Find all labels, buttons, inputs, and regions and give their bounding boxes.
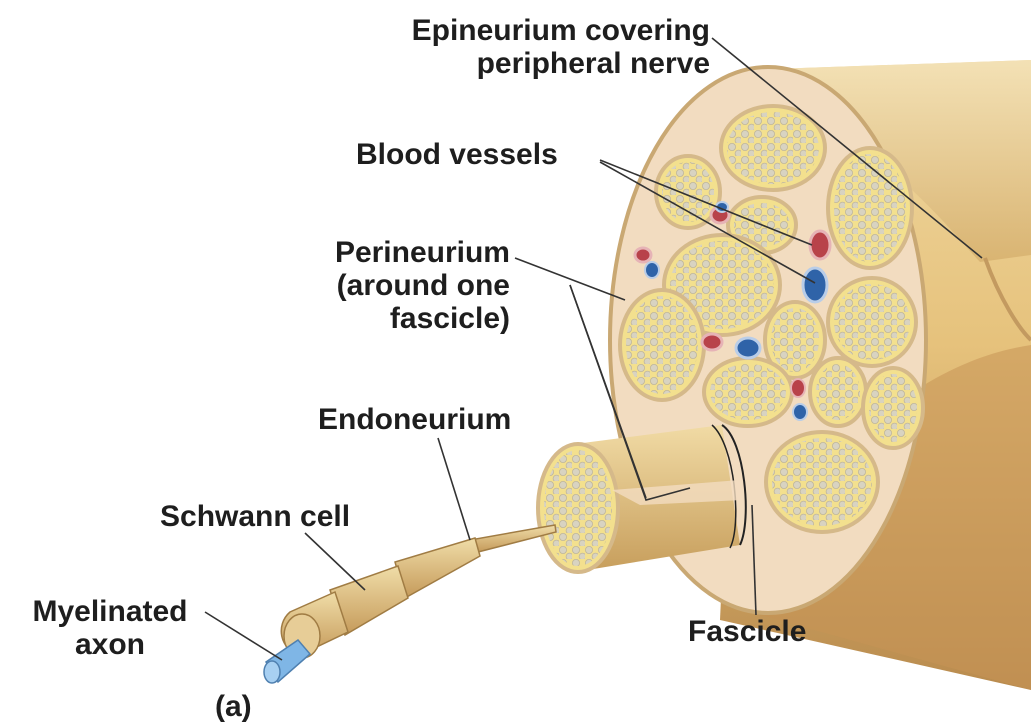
leader-endoneurium [438, 438, 470, 540]
label-epineurium: Epineurium covering peripheral nerve [340, 14, 710, 80]
label-epineurium-line-1: Epineurium covering [340, 14, 710, 47]
label-schwann-cell: Schwann cell [160, 500, 350, 533]
label-myelinated-axon-line-2: axon [10, 628, 210, 661]
label-blood-vessels: Blood vessels [356, 138, 558, 171]
label-perineurium-line-3: fascicle) [290, 302, 510, 335]
label-perineurium-line-1: Perineurium [290, 236, 510, 269]
label-myelinated-axon: Myelinated axon [10, 595, 210, 661]
leader-schwann-cell [305, 533, 365, 590]
label-perineurium: Perineurium (around one fascicle) [290, 236, 510, 335]
leader-perineurium-1 [515, 258, 625, 300]
nerve-fiber [264, 525, 556, 683]
label-fascicle: Fascicle [688, 615, 806, 648]
label-endoneurium: Endoneurium [318, 403, 511, 436]
label-myelinated-axon-line-1: Myelinated [10, 595, 210, 628]
leader-myelinated-axon [205, 612, 282, 660]
panel-label: (a) [215, 690, 252, 723]
label-epineurium-line-2: peripheral nerve [340, 47, 710, 80]
label-perineurium-line-2: (around one [290, 269, 510, 302]
